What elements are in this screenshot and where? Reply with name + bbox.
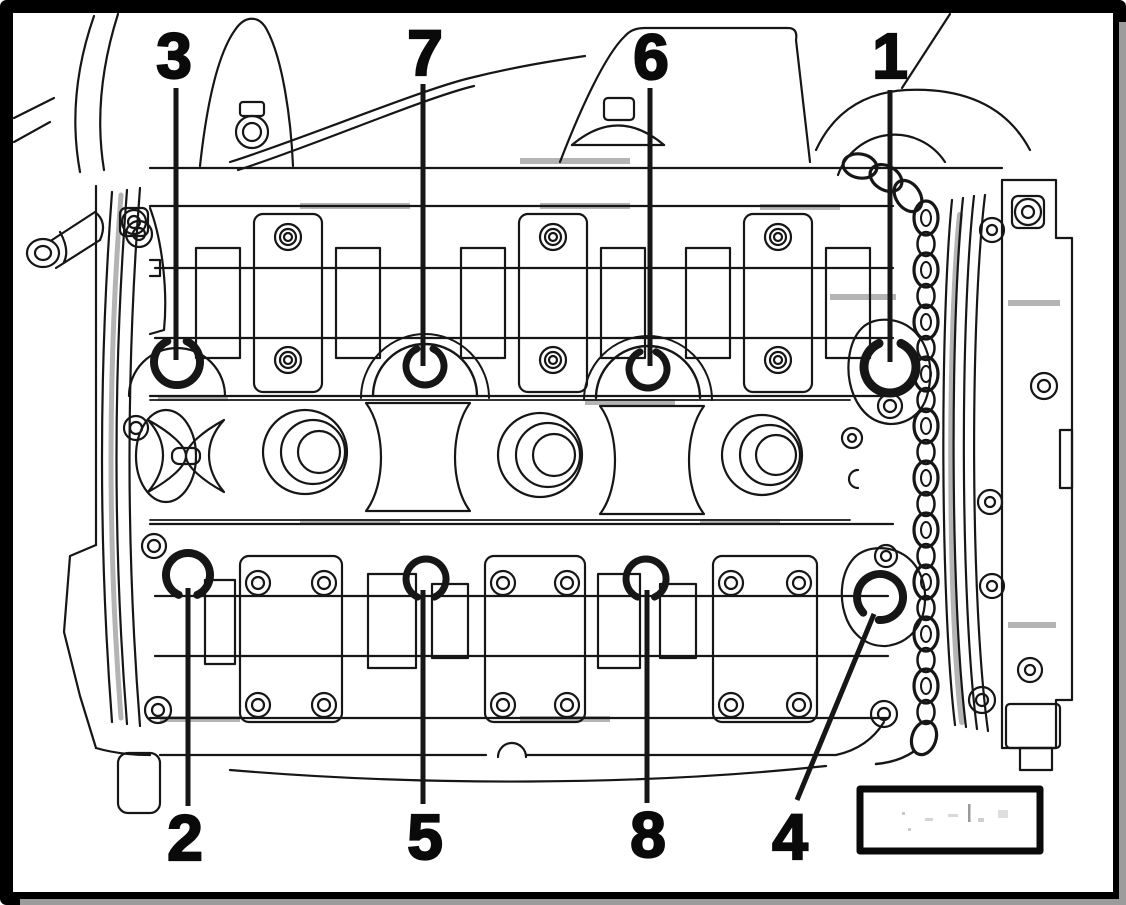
callout-ring-7	[402, 345, 448, 389]
chain-guide-shadow	[948, 212, 965, 725]
frame-shadow-right	[1119, 22, 1126, 905]
callout-number-7: 7	[406, 17, 444, 89]
callout-number-8: 8	[629, 799, 667, 871]
callout-number-5: 5	[406, 801, 444, 873]
stamp-marks	[902, 804, 1008, 831]
callout-ring-6	[625, 348, 671, 392]
left-arc-shadow	[108, 192, 124, 721]
callout-number-2: 2	[166, 802, 204, 874]
callout-leaders	[173, 84, 893, 806]
callout-number-3: 3	[155, 20, 193, 92]
camshaft-row-upper	[127, 204, 895, 401]
callout-ring-3	[150, 337, 204, 390]
left-sensor	[25, 210, 105, 270]
left-bracket	[118, 206, 167, 336]
leader-line-4	[794, 613, 877, 801]
camshaft-row-lower	[148, 522, 895, 724]
perimeter-bolts	[122, 219, 899, 729]
left-edge-arcs	[100, 186, 142, 728]
callout-ring-2	[162, 549, 214, 599]
callout-ring-5	[402, 555, 450, 601]
callout-number-6: 6	[632, 21, 670, 93]
frame-shadow-bottom	[20, 899, 1126, 905]
right-housing	[967, 178, 1074, 772]
callout-ring-8	[622, 555, 670, 601]
stamp-box	[856, 785, 1044, 855]
callout-number-1: 1	[871, 20, 909, 92]
spark-plug-row	[134, 399, 864, 521]
callout-ring-1	[859, 338, 921, 398]
callout-number-4: 4	[771, 801, 809, 873]
callout-ring-4	[853, 570, 907, 625]
valve-cover-top	[12, 12, 1032, 174]
chain-guides	[836, 133, 990, 733]
callout-rings	[150, 337, 921, 625]
